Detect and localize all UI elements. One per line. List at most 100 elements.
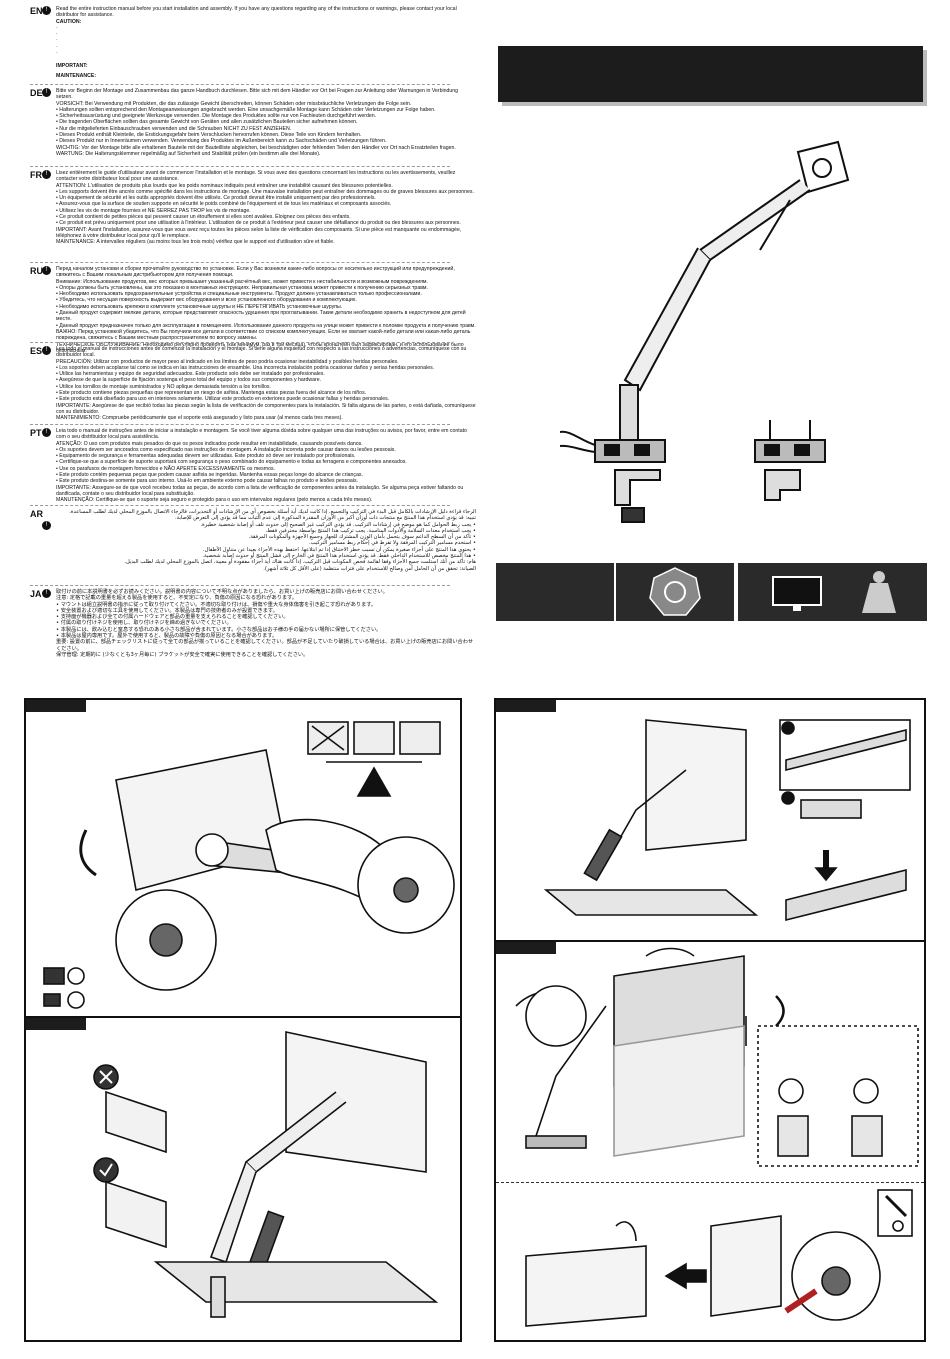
lang-line: • استخدم مسامير التركيب المرفقة ولا تفرط…	[309, 540, 476, 547]
step-tab	[26, 1018, 86, 1030]
separator	[30, 166, 450, 167]
lang-code: AR	[30, 509, 43, 519]
step4-illustration	[515, 947, 919, 1167]
step-divider-dashed	[496, 1182, 924, 1183]
lang-line: ВАЖНО: Перед установкой убедитесь, что В…	[56, 328, 471, 342]
lang-line: • 付属の取り付けネジを使用し、取り付けネジを締め過ぎないでください。	[56, 620, 232, 627]
step-panel-left	[24, 698, 462, 1342]
lang-block-es: ES ! Lea todo el manual de instrucciones…	[30, 346, 476, 422]
lang-line: • Utilice las herramientas y equipo de s…	[56, 371, 325, 378]
lang-code: FR	[30, 170, 42, 180]
lang-line: • Die tragenden Oberflächen sollten das …	[56, 119, 358, 126]
lang-line: IMPORTANT: Avant l'installation, assurez…	[56, 226, 462, 239]
lang-line: • Este produto destina-se somente para u…	[56, 478, 359, 485]
lang-block-de: DE ! Bitte vor Beginn der Montage und Zu…	[30, 88, 458, 166]
important-label: IMPORTANT:	[56, 62, 88, 69]
lang-intro: Bitte vor Beginn der Montage und Zusamme…	[56, 88, 459, 101]
monitor-icon	[772, 576, 822, 611]
lang-line: • يجب استخدام معدات السلامة والأدوات الم…	[265, 527, 476, 534]
lang-line: • 本製品には、飲み込むと窒息する恐れのある小さな部品が含まれています。小さな部…	[56, 626, 382, 633]
spec-tile-weight	[832, 563, 927, 621]
lang-line: • Os suportes devem ser ancorados como e…	[56, 446, 396, 453]
lang-line: هام: تأكد من أنك استلمت جميع الأجزاء وفق…	[124, 559, 476, 566]
lang-line: • Ce produit est prévu uniquement pour u…	[56, 220, 461, 227]
lang-intro: Lea todo el manual de instrucciones ante…	[56, 346, 467, 359]
separator	[30, 84, 450, 85]
warning-icon: !	[42, 88, 51, 97]
step-divider	[26, 1016, 460, 1018]
lang-intro: Read the entire instruction manual befor…	[56, 6, 457, 19]
lang-line: • Данный продукт предназначен только для…	[56, 322, 476, 329]
step-tab	[26, 700, 86, 712]
lang-line: • تأكد من أن السطح الداعم سوف يتحمل بأما…	[248, 534, 476, 541]
lang-line: • Dieses Produkt enthält Kleinteile, die…	[56, 132, 362, 139]
lang-line: • Certifique-se que a superfície de supo…	[56, 459, 407, 466]
lang-line: ATTENTION: L'utilisation de produits plu…	[56, 182, 393, 189]
lang-line: • Los soportes deben acoplarse tal como …	[56, 364, 435, 371]
lang-block-en: EN ! Read the entire instruction manual …	[30, 6, 457, 84]
lang-line: • Asegúrese de que la superficie de fija…	[56, 377, 322, 384]
lang-line: • Este producto está diseñado para uso e…	[56, 396, 390, 403]
lang-line: PRECAUCIÓN: Utilizar con productos de ma…	[56, 358, 399, 365]
lang-line: 重要: 設置の前に、部品チェックリストに従って全ての部品が揃っていることを確認し…	[56, 639, 474, 652]
lang-line: • يحتوي هذا المنتج على أجزاء صغيرة يمكن …	[202, 546, 476, 553]
rotation-icon	[649, 567, 701, 616]
separator	[30, 585, 450, 586]
lang-code: EN	[30, 6, 43, 16]
lang-line: • 本製品は屋内専用です。屋外で使用すると、製品の故障や負傷の原因となる場合があ…	[56, 633, 278, 640]
lang-line: • Nur die mitgelieferten Einbauschrauben…	[56, 125, 292, 132]
step2-illustration	[93, 1031, 439, 1318]
lang-line: MAINTENANCE: A intervalles réguliers (au…	[56, 239, 335, 246]
spec-tile-dark	[496, 563, 614, 621]
lang-line: • 安全装置および適切な工具を使用してください。本製品は専門の技術者のみが設置で…	[56, 607, 278, 614]
lang-code: RU	[30, 266, 43, 276]
step-panel-right	[494, 698, 926, 1342]
lang-line: • Use os parafusos de montagem fornecido…	[56, 465, 276, 472]
lang-line: IMPORTANTE: Assegure-se de que você rece…	[56, 484, 464, 497]
lang-line: VORSICHT: Bei Verwendung mit Produkten, …	[56, 100, 412, 107]
separator	[30, 262, 450, 263]
lang-line: ATENÇÃO: O uso com produtos mais pesados…	[56, 440, 363, 447]
lang-line: • Utilice los tornillos de montaje sumin…	[56, 383, 271, 390]
lang-line: MANUTENÇÃO: Certifique-se que o suporte …	[56, 497, 373, 504]
warning-icon: !	[42, 6, 51, 15]
lang-code: PT	[30, 428, 42, 438]
lang-block-ru: RU ! Перед началом установки и сборки пр…	[30, 266, 476, 354]
lang-line: • Utilisez les vis de montage fournies e…	[56, 207, 251, 214]
lang-line: • Equipamento de segurança e ferramentas…	[56, 453, 356, 460]
caution-label: CAUTION:	[56, 18, 82, 25]
step-tab	[496, 942, 556, 954]
product-illustration	[560, 140, 850, 523]
warning-icon: !	[42, 170, 51, 179]
step5-illustration	[525, 1189, 913, 1327]
lang-block-fr: FR ! Lisez entièrement le guide d'utilis…	[30, 170, 474, 262]
warning-icon: !	[42, 428, 51, 437]
lang-intro: Leia todo o manual de instruções antes d…	[56, 428, 467, 441]
lang-line: 保守管理: 定期的に (少なくとも3ヶ月毎に) ブラケットが安全で確実に使用でき…	[56, 651, 309, 658]
lang-line: • Halterungen sollten entsprechend den M…	[56, 106, 436, 113]
lang-line: ТЕХНИЧЕСКОЕ ОБСЛУЖИВАНИЕ: Необходимо рег…	[56, 341, 464, 354]
lang-line: • マウントは組立説明書の指示に従って取り付けてください。不適切な取り付けは、損…	[56, 601, 377, 608]
separator	[30, 342, 450, 343]
lang-code: ES	[30, 346, 43, 356]
spec-tile-rotate	[616, 563, 734, 621]
lang-line: • Необходимо использовать крепежи в комп…	[56, 303, 343, 310]
lang-line: IMPORTANTE: Asegúrese de que recibió tod…	[56, 402, 476, 415]
lang-line: • Необходимо использовать предохранитель…	[56, 291, 422, 298]
lang-line: • يجب ربط الحوامل كما هو موضح في إرشادات…	[200, 521, 476, 528]
separator	[30, 424, 450, 425]
lang-line: MANTENIMIENTO: Compruebe periódicamente …	[56, 415, 343, 422]
lang-line: • Les supports doivent être ancrés comme…	[56, 188, 474, 195]
lang-line: • Убедитесь, что несущая поверхность выд…	[56, 297, 357, 304]
step-divider	[496, 940, 924, 942]
lang-line: تنبيه: قد يؤدي استخدام هذا المنتج مع منت…	[175, 515, 476, 522]
warning-icon: !	[42, 266, 51, 275]
lang-line: 注意: 定格で記載の重量を超える製品を使用すると、不安定になり、負傷の原因になる…	[56, 595, 297, 602]
lang-block-ja: JA ! 取付けの前に本説明書を必ずお読みください。説明書の内容について不明な点…	[30, 589, 473, 665]
step1-illustration	[43, 721, 455, 1009]
lang-line: • Assurez-vous que la surface de soutien…	[56, 201, 392, 208]
lang-line: • Dieses Produkt nur in Innenräumen verw…	[56, 138, 387, 145]
weight-icon	[862, 571, 896, 613]
lang-block-ar: AR ! الرجاء قراءة دليل الإرشادات بالكامل…	[30, 509, 476, 585]
warning-icon: !	[42, 346, 51, 355]
